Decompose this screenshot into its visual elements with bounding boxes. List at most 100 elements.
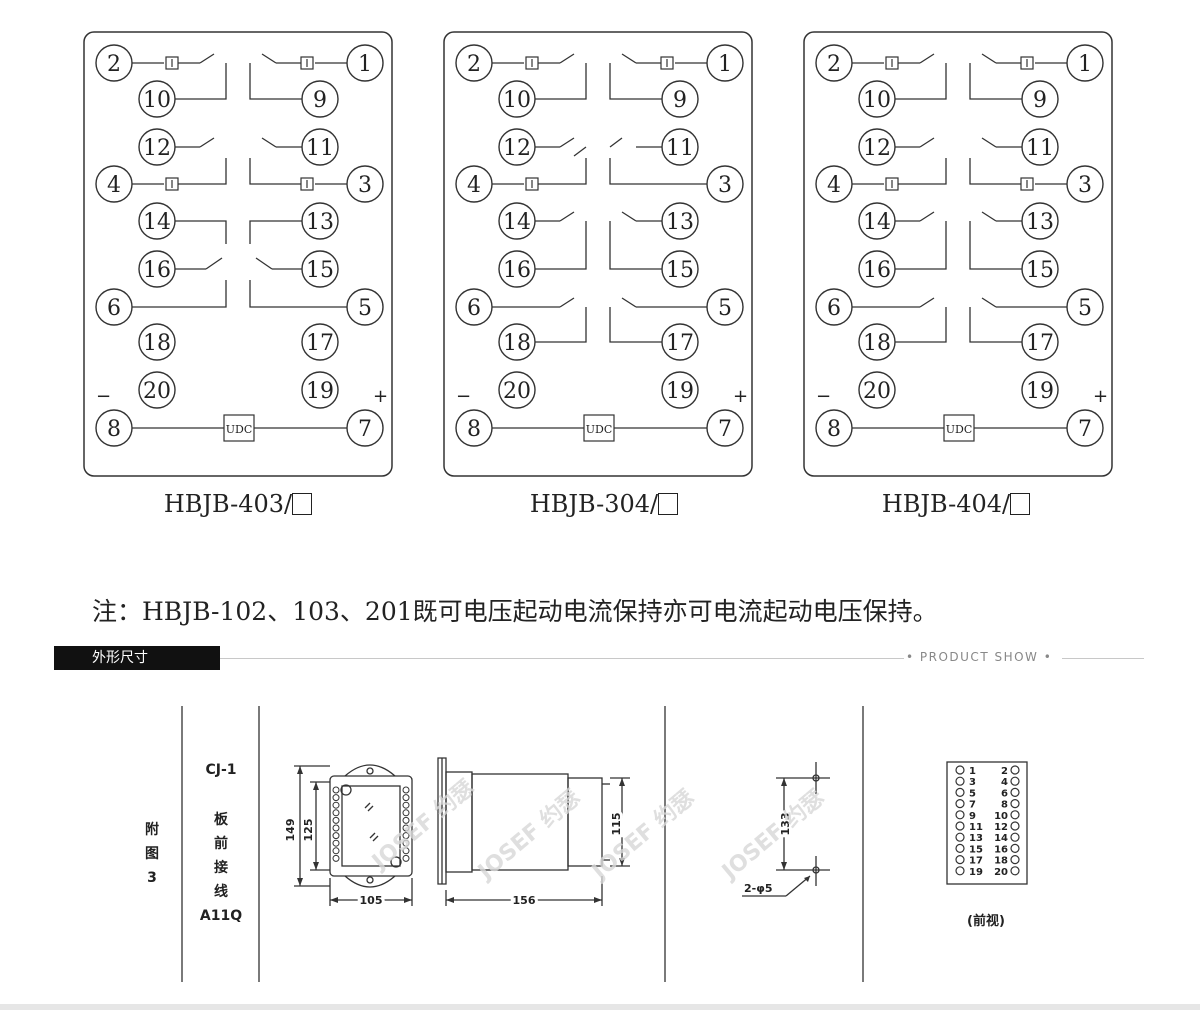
pin-number-right: 20 xyxy=(994,867,1008,878)
pin-left xyxy=(955,832,965,842)
terminal-label: 9 xyxy=(313,88,327,113)
terminal-pin xyxy=(402,786,410,794)
terminal-label: 2 xyxy=(827,52,841,77)
wire xyxy=(535,307,587,343)
coil-udc-label: UDC xyxy=(946,423,973,436)
terminal-circle xyxy=(706,288,744,326)
pin-left xyxy=(955,821,965,831)
wire xyxy=(969,63,1022,100)
pin-number-right: 14 xyxy=(994,833,1008,844)
terminal-circle xyxy=(498,202,536,240)
front-view xyxy=(329,764,413,888)
section-title: 外形尺寸 xyxy=(54,646,220,670)
terminal-circle xyxy=(661,323,699,361)
dim-149-label: 149 xyxy=(284,819,297,842)
minus-sign: − xyxy=(456,386,471,407)
terminal-pin xyxy=(332,854,340,862)
terminal-label: 17 xyxy=(666,331,694,356)
wire xyxy=(249,158,301,185)
terminal-label: 4 xyxy=(467,173,481,198)
section-divider xyxy=(1062,658,1144,659)
pin-right xyxy=(1010,855,1020,865)
terminal-circle xyxy=(1066,165,1104,203)
terminal-circle xyxy=(138,323,176,361)
terminal-pin xyxy=(402,854,410,862)
terminal-pin xyxy=(332,832,340,840)
terminal-pin xyxy=(402,801,410,809)
wire xyxy=(609,221,662,270)
terminal-circle xyxy=(1021,202,1059,240)
terminal-circle xyxy=(498,371,536,409)
terminal-label: 3 xyxy=(1078,173,1092,198)
terminal-label: 14 xyxy=(503,210,531,235)
terminal-circle xyxy=(858,128,896,166)
coil-udc-box xyxy=(583,414,615,442)
wire xyxy=(175,63,227,100)
terminal-circle xyxy=(455,44,493,82)
switch-contact xyxy=(981,137,997,148)
terminal-circle xyxy=(301,250,339,288)
terminal-label: 5 xyxy=(1078,296,1092,321)
terminal-circle xyxy=(815,44,853,82)
pin-number-right: 8 xyxy=(1001,800,1008,811)
pin-number-left: 1 xyxy=(969,766,976,777)
terminal-circle xyxy=(815,409,853,447)
pin-left xyxy=(955,843,965,853)
pin-right xyxy=(1010,765,1020,775)
wire xyxy=(969,221,1022,270)
model-label: HBJB-304/ xyxy=(444,490,764,518)
coil-udc-box xyxy=(223,414,255,442)
terminal-label: 19 xyxy=(1026,379,1054,404)
switch-contact xyxy=(205,257,223,270)
terminal-circle xyxy=(138,128,176,166)
terminal-label: 1 xyxy=(1078,52,1092,77)
wire xyxy=(535,221,587,270)
terminal-pin xyxy=(332,824,340,832)
panel-border xyxy=(443,31,753,477)
pin-left xyxy=(955,855,965,865)
switch-contact xyxy=(919,53,935,64)
blank-box-icon xyxy=(658,493,679,515)
wire xyxy=(249,63,302,100)
switch-contact xyxy=(919,211,935,222)
terminal-label: 7 xyxy=(1078,417,1092,442)
switch-contact xyxy=(199,53,215,64)
terminal-circle xyxy=(498,80,536,118)
terminal-label: 20 xyxy=(503,379,531,404)
terminal-circle xyxy=(455,409,493,447)
terminal-pin xyxy=(332,809,340,817)
terminal-label: 3 xyxy=(718,173,732,198)
terminal-circle xyxy=(858,250,896,288)
terminal-label: 14 xyxy=(143,210,171,235)
panel-border xyxy=(803,31,1113,477)
terminal-label: 11 xyxy=(1026,136,1054,161)
terminal-label: 12 xyxy=(143,136,171,161)
terminal-pin xyxy=(332,839,340,847)
wire xyxy=(249,280,347,308)
pin-right xyxy=(1010,843,1020,853)
coil-udc-label: UDC xyxy=(226,423,253,436)
terminal-label: 2 xyxy=(467,52,481,77)
terminal-circle xyxy=(346,288,384,326)
terminal-circle xyxy=(498,250,536,288)
figure-label: 附 图 3 xyxy=(145,822,159,886)
terminal-label: 7 xyxy=(718,417,732,442)
switch-contact xyxy=(261,53,277,64)
pin-right xyxy=(1010,798,1020,809)
terminal-circle xyxy=(661,250,699,288)
terminal-circle xyxy=(661,80,699,118)
terminal-pin xyxy=(402,809,410,817)
terminal-label: 14 xyxy=(863,210,891,235)
switch-contact xyxy=(621,211,637,222)
switch-contact xyxy=(981,297,997,308)
terminal-circle xyxy=(1066,44,1104,82)
terminal-circle xyxy=(301,80,339,118)
switch-contact xyxy=(621,297,637,308)
terminal-circle xyxy=(858,80,896,118)
wire xyxy=(178,158,227,185)
terminal-label: 10 xyxy=(143,88,171,113)
terminal-label: 12 xyxy=(503,136,531,161)
pin-left xyxy=(955,798,965,809)
terminal-circle xyxy=(1021,80,1059,118)
terminal-label: 15 xyxy=(666,258,694,283)
